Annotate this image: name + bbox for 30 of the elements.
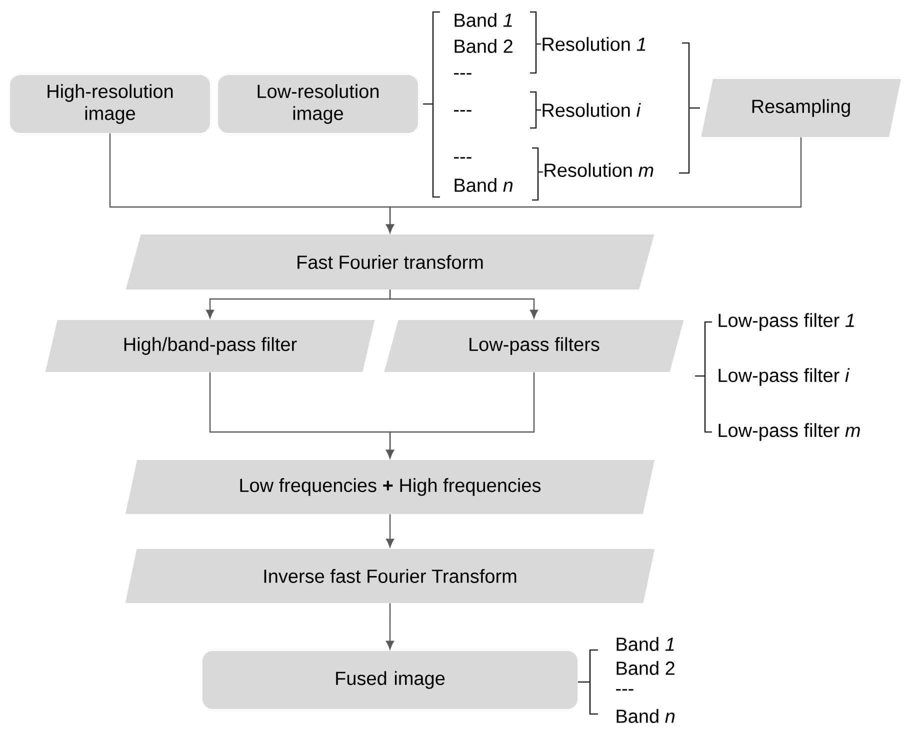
image-box: High-resolution image (10, 75, 210, 133)
dash-label: --- (454, 73, 472, 75)
image-box: Low-resolution image (218, 75, 418, 133)
dash-label: --- (454, 110, 472, 112)
band-label: Band 2 (454, 39, 512, 53)
band-label: Band 1 (616, 637, 674, 651)
band-label: Band 1 (454, 13, 512, 27)
process-parallelogram: High/band-pass filter (45, 320, 375, 372)
image-box: Fused image (202, 651, 578, 709)
filter-label: Low-pass filter i (718, 368, 850, 386)
band-label: Band n (616, 709, 675, 723)
filter-label: Low-pass filter m (718, 423, 860, 441)
arrow (389, 290, 538, 318)
resolution-label: Resolution 1 (542, 37, 646, 51)
process-parallelogram: Resampling (701, 79, 901, 137)
arrow (386, 137, 802, 233)
arrow (386, 603, 394, 650)
filter-label: Low-pass filter 1 (718, 313, 854, 331)
dash-label: --- (616, 689, 634, 691)
arrow (386, 514, 394, 548)
dash-label: --- (454, 157, 472, 159)
process-parallelogram: Inverse fast Fourier Transform (125, 549, 655, 603)
process-parallelogram: Fast Fourier transform (126, 234, 654, 290)
band-label: Band n (454, 178, 513, 192)
process-parallelogram: Low frequencies + High frequencies (125, 460, 655, 514)
arrow (386, 372, 535, 458)
resolution-label: Resolution m (544, 163, 654, 177)
resolution-label: Resolution i (542, 103, 641, 117)
band-label: Band 2 (616, 661, 674, 675)
process-parallelogram: Low-pass filters (384, 320, 684, 372)
